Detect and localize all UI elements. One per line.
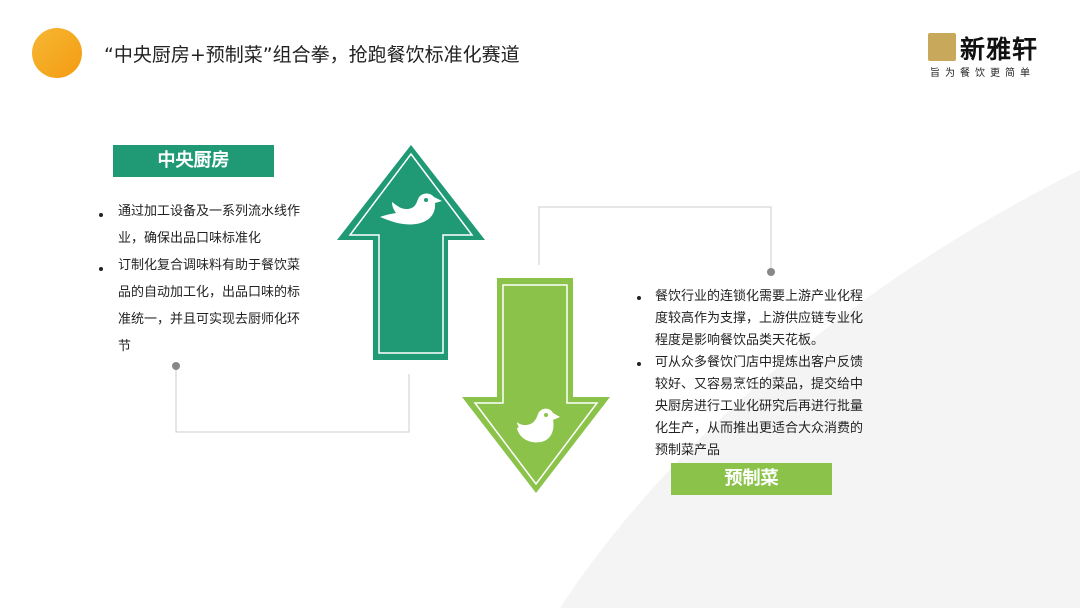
logo-name: 新雅轩 [960, 35, 1039, 64]
connector-dot-left [172, 362, 180, 370]
prepared-dishes-bullets: 餐饮行业的连锁化需要上游产业化程度较高作为支撑，上游供应链专业化程度是影响餐饮品… [637, 286, 865, 462]
central-kitchen-bullets: 通过加工设备及一系列流水线作业，确保出品口味标准化 订制化复合调味料有助于餐饮菜… [99, 198, 308, 360]
up-arrow-icon [337, 145, 485, 360]
central-kitchen-label: 中央厨房 [113, 145, 274, 177]
list-item: 餐饮行业的连锁化需要上游产业化程度较高作为支撑，上游供应链专业化程度是影响餐饮品… [637, 286, 865, 352]
bird-icon [517, 408, 560, 443]
connector-dot-right [767, 268, 775, 276]
brand-logo: 新雅轩 旨为餐饮更简单 [928, 30, 1063, 80]
connector-right [538, 206, 772, 272]
list-item: 可从众多餐饮门店中提炼出客户反馈较好、又容易烹饪的菜品，提交给中央厨房进行工业化… [637, 352, 865, 462]
prepared-dishes-label: 预制菜 [671, 463, 832, 495]
down-arrow-icon [462, 278, 610, 493]
orange-circle-decoration [32, 28, 82, 78]
bird-icon [380, 193, 442, 225]
list-item: 订制化复合调味料有助于餐饮菜品的自动加工化，出品口味的标准统一，并且可实现去厨师… [99, 252, 308, 360]
page-title: “中央厨房+预制菜”组合拳，抢跑餐饮标准化赛道 [104, 44, 520, 66]
logo-mark-icon [928, 33, 956, 61]
connector-left [175, 366, 410, 433]
logo-slogan: 旨为餐饮更简单 [930, 68, 1035, 79]
list-item: 通过加工设备及一系列流水线作业，确保出品口味标准化 [99, 198, 308, 252]
